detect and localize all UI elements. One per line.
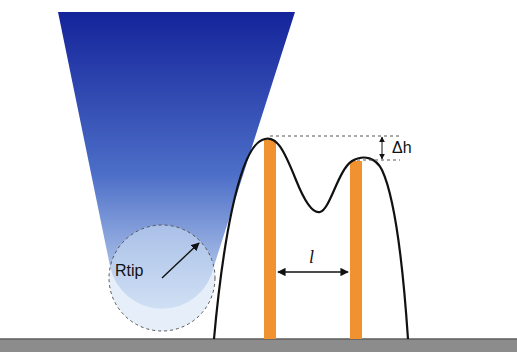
height-arrow <box>382 142 383 154</box>
substrate-edge <box>0 338 517 340</box>
pillar <box>350 161 362 339</box>
tip-radius-circle <box>109 225 215 331</box>
reference-line <box>357 160 400 161</box>
radius-arrow <box>162 243 199 278</box>
spacing-arrow <box>278 271 348 272</box>
reference-line <box>270 136 400 137</box>
height-profile <box>214 138 408 339</box>
spacing-label: l <box>309 248 314 266</box>
height-difference-label: Δh <box>392 140 412 156</box>
height-arrow <box>382 137 383 142</box>
pillar <box>264 140 276 339</box>
tip-radius-label: Rtip <box>115 263 143 279</box>
afm-tip <box>58 12 295 309</box>
substrate <box>0 339 517 352</box>
height-arrow <box>382 154 383 159</box>
